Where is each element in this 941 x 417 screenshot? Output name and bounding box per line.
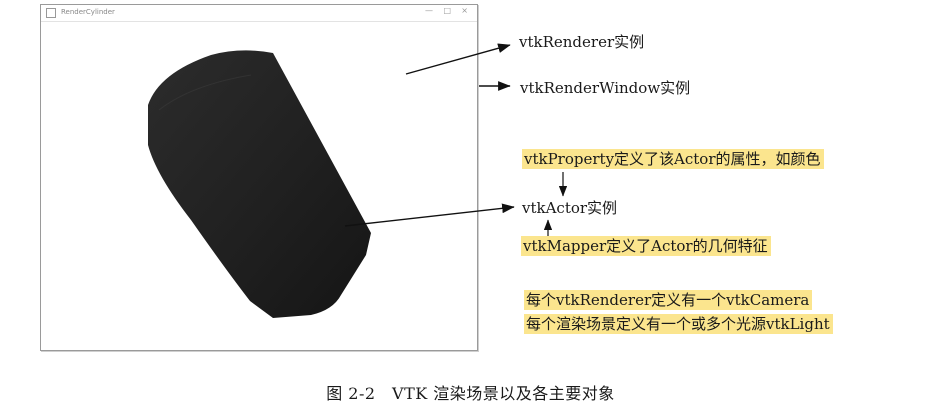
actor-arrow bbox=[344, 203, 515, 227]
renderer-arrow bbox=[405, 43, 511, 75]
cylinder-actor bbox=[148, 50, 371, 319]
minimize-button[interactable]: — bbox=[425, 6, 433, 15]
window-app-icon bbox=[46, 8, 56, 18]
property-label-wrap: vtkProperty定义了该Actor的属性，如颜色 bbox=[522, 149, 824, 169]
close-button[interactable]: × bbox=[461, 6, 468, 15]
cylinder-edge bbox=[158, 74, 252, 111]
actor-label: vtkActor实例 bbox=[522, 199, 618, 217]
maximize-button[interactable]: □ bbox=[443, 6, 451, 15]
camera-note: 每个vtkRenderer定义有一个vtkCamera bbox=[524, 290, 813, 310]
mapper-label-wrap: vtkMapper定义了Actor的几何特征 bbox=[521, 236, 771, 256]
mapper-label: vtkMapper定义了Actor的几何特征 bbox=[521, 236, 771, 256]
render-window: RenderCylinder — □ × bbox=[40, 4, 478, 351]
camera-note-wrap: 每个vtkRenderer定义有一个vtkCamera bbox=[524, 290, 813, 310]
light-note-wrap: 每个渲染场景定义有一个或多个光源vtkLight bbox=[524, 314, 833, 334]
window-title: RenderCylinder bbox=[61, 8, 115, 16]
light-note: 每个渲染场景定义有一个或多个光源vtkLight bbox=[524, 314, 833, 334]
figure-caption: 图 2-2 VTK 渲染场景以及各主要对象 bbox=[326, 384, 615, 403]
render-viewport bbox=[148, 50, 371, 319]
render-window-label: vtkRenderWindow实例 bbox=[520, 79, 691, 97]
property-label: vtkProperty定义了该Actor的属性，如颜色 bbox=[522, 149, 824, 169]
window-titlebar: RenderCylinder — □ × bbox=[41, 5, 477, 22]
renderer-label: vtkRenderer实例 bbox=[519, 33, 645, 51]
